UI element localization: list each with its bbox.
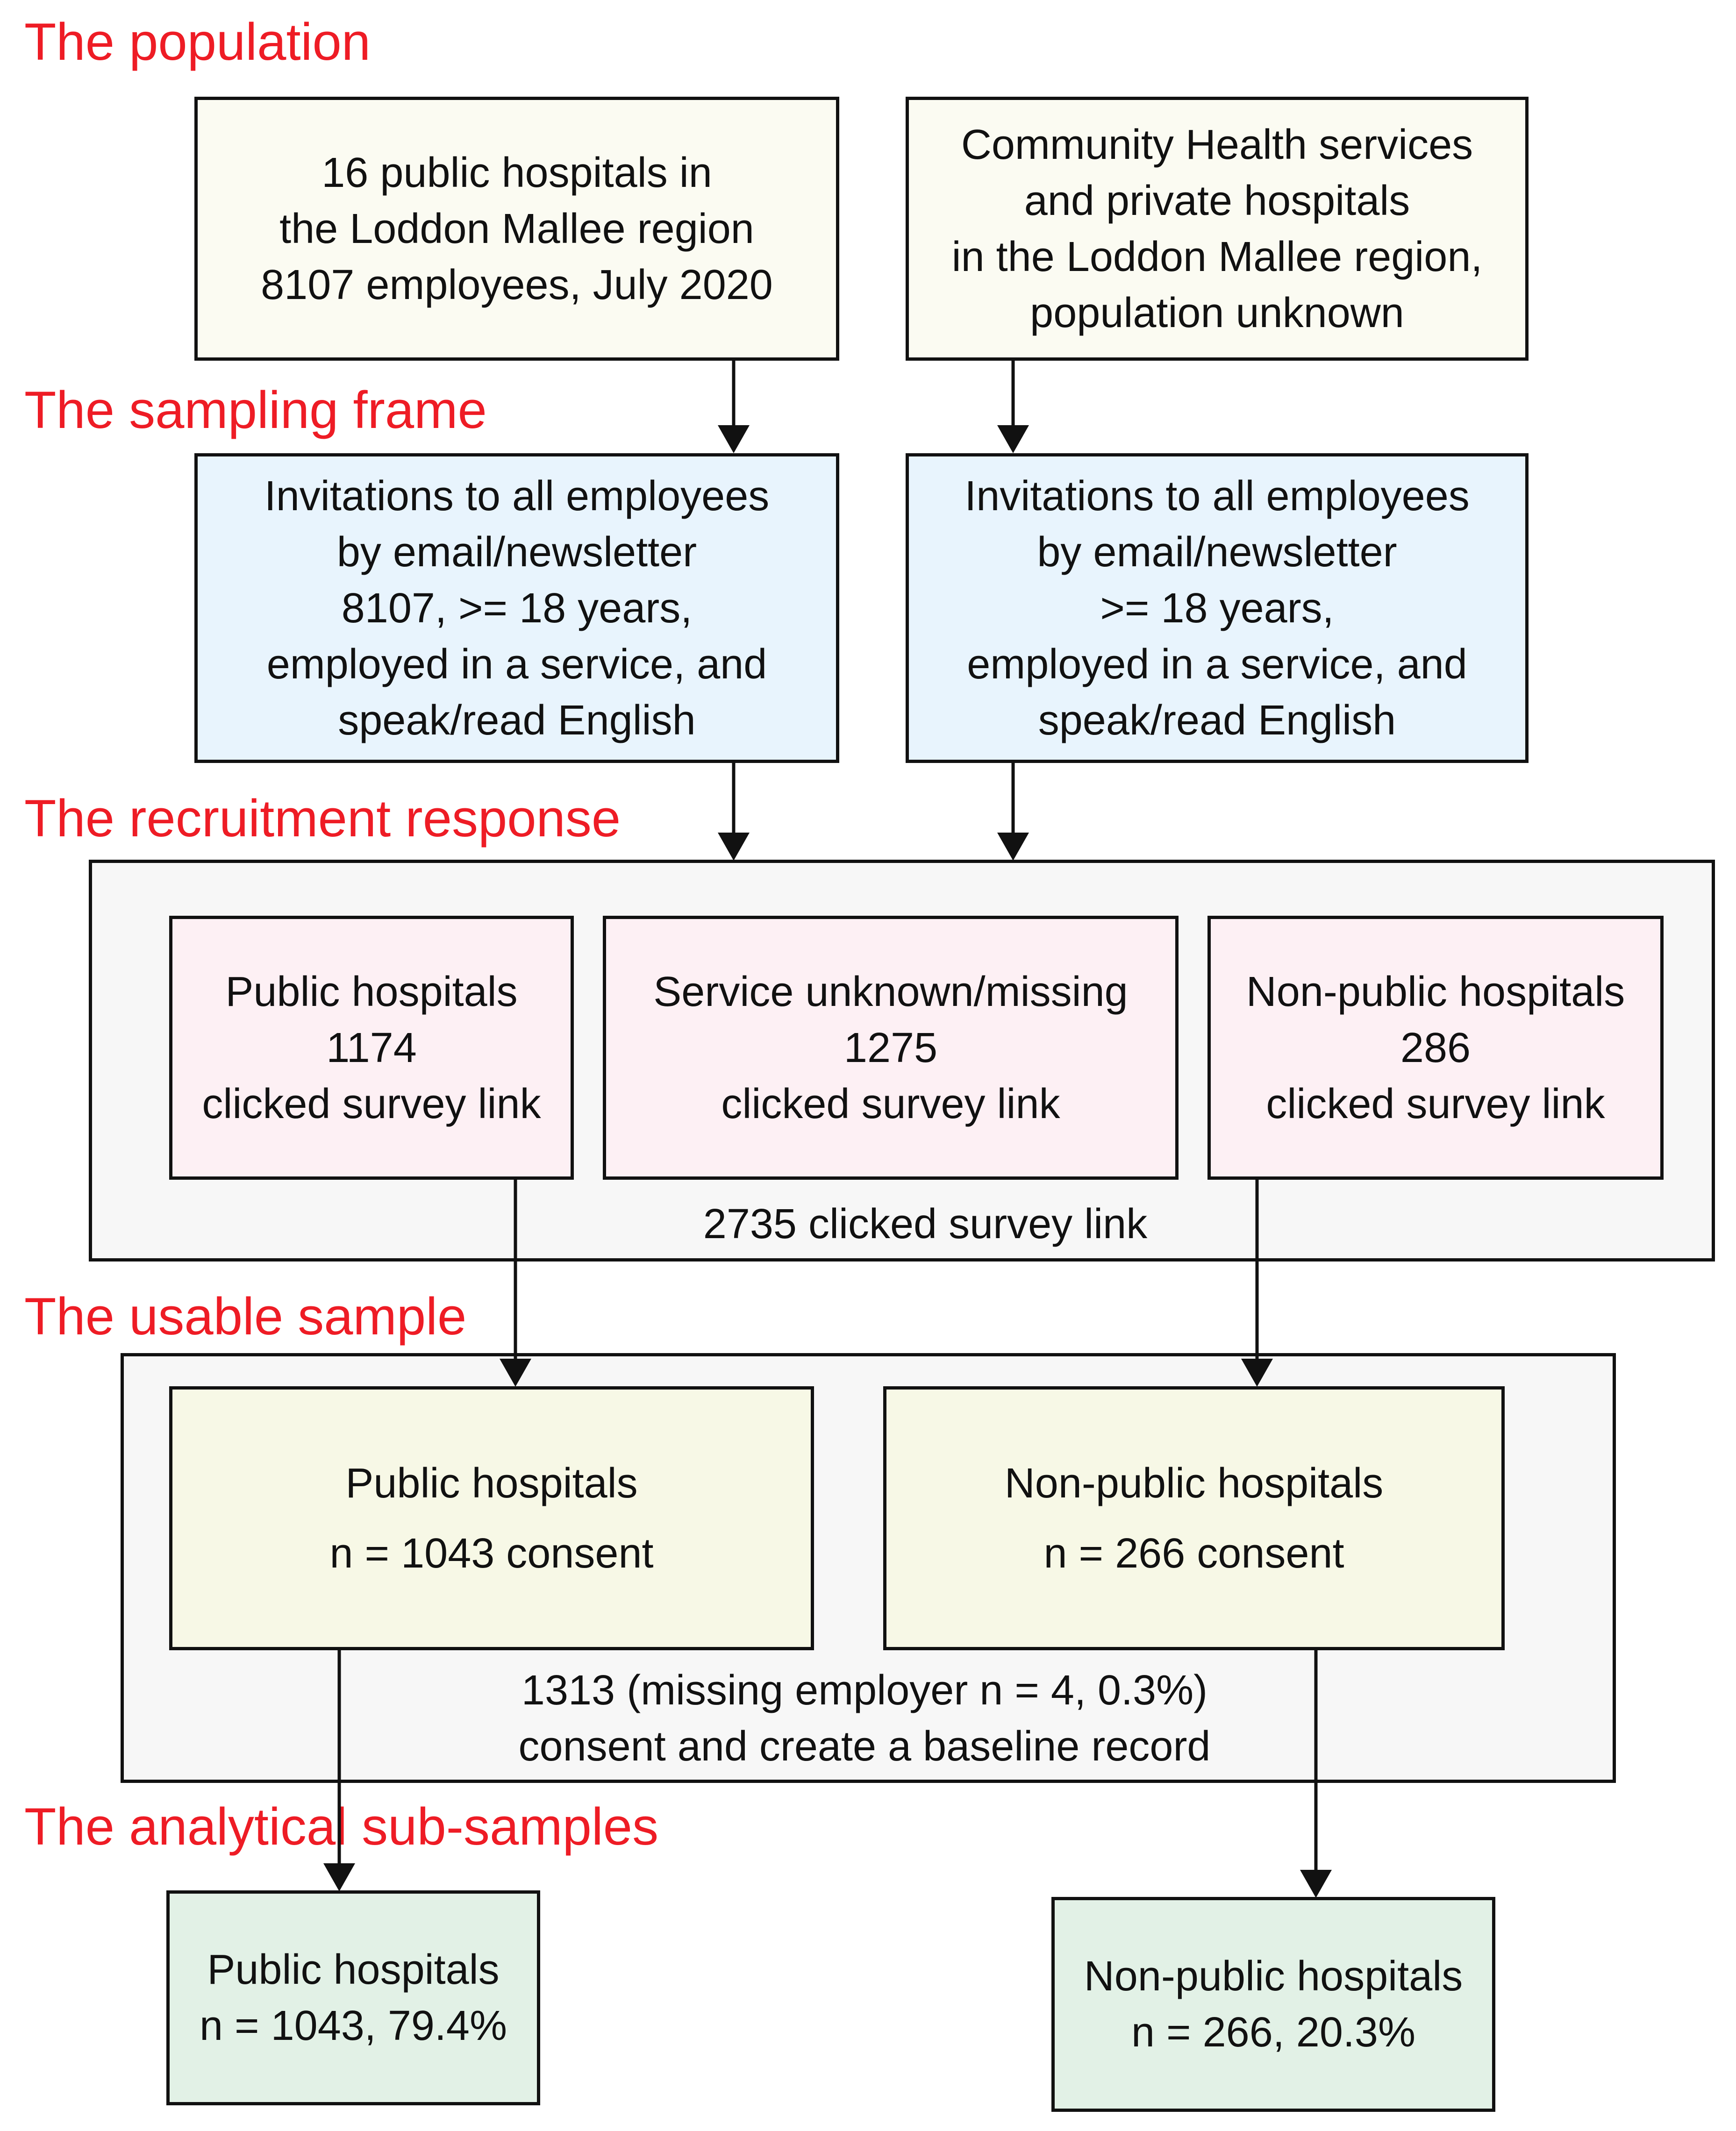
box-text-line: employed in a service, and	[266, 641, 767, 688]
box-text-line: Invitations to all employees	[964, 472, 1470, 520]
recruitment-total-caption: 2735 clicked survey link	[514, 1196, 1336, 1252]
box-text-line: employed in a service, and	[967, 641, 1467, 688]
sampling-nonpublic-box: Invitations to all employees by email/ne…	[906, 453, 1529, 763]
section-label-population: The population	[24, 13, 371, 71]
recruitment-public-box: Public hospitals 1174 clicked survey lin…	[169, 916, 574, 1180]
arrowhead	[323, 1863, 355, 1891]
population-nonpublic-box: Community Health services and private ho…	[906, 97, 1529, 361]
sampling-public-box: Invitations to all employees by email/ne…	[194, 453, 839, 763]
arrowhead	[997, 425, 1029, 453]
box-text-line: Non-public hospitals	[1004, 1460, 1384, 1507]
box-text-line: the Loddon Mallee region	[279, 205, 754, 252]
usable-public-box: Public hospitals n = 1043 consent	[169, 1386, 814, 1650]
recruitment-nonpublic-box: Non-public hospitals 286 clicked survey …	[1207, 916, 1664, 1180]
analytical-public-box: Public hospitals n = 1043, 79.4%	[166, 1890, 540, 2105]
recruitment-unknown-box: Service unknown/missing 1275 clicked sur…	[603, 916, 1179, 1180]
caption-text: 2735 clicked survey link	[703, 1201, 1148, 1247]
box-text-line: 1275	[843, 1024, 938, 1071]
analytical-nonpublic-box: Non-public hospitals n = 266, 20.3%	[1051, 1897, 1495, 2112]
arrowhead	[718, 425, 750, 453]
box-text-line: Invitations to all employees	[264, 472, 770, 520]
section-label-usable-sample: The usable sample	[24, 1287, 467, 1346]
box-text-line: by email/newsletter	[336, 528, 697, 576]
arrowhead	[718, 833, 750, 861]
box-text-line: Service unknown/missing	[653, 968, 1128, 1015]
box-text-line: n = 1043 consent	[329, 1530, 654, 1577]
population-public-box: 16 public hospitals in the Loddon Mallee…	[194, 97, 839, 361]
section-label-analytical-subsamples: The analytical sub-samples	[24, 1797, 659, 1856]
box-text-line: Community Health services	[961, 121, 1473, 168]
box-text-line: speak/read English	[338, 697, 696, 744]
box-text-line: Public hospitals	[345, 1460, 638, 1507]
box-text-line: and private hospitals	[1024, 177, 1410, 224]
box-text-line: speak/read English	[1038, 697, 1396, 744]
box-text-line: 16 public hospitals in	[321, 149, 712, 196]
box-text-line: population unknown	[1030, 289, 1404, 336]
box-text-line: n = 266 consent	[1043, 1530, 1344, 1577]
box-text-line: Public hospitals	[225, 968, 518, 1015]
box-text-line: Non-public hospitals	[1246, 968, 1625, 1015]
usable-total-caption: 1313 (missing employer n = 4, 0.3%) cons…	[467, 1662, 1262, 1775]
usable-nonpublic-box: Non-public hospitals n = 266 consent	[883, 1386, 1505, 1650]
box-text-line: in the Loddon Mallee region,	[951, 233, 1483, 280]
box-text-line: clicked survey link	[1266, 1080, 1605, 1127]
box-text-line: 286	[1400, 1024, 1471, 1071]
section-label-sampling-frame: The sampling frame	[24, 381, 487, 439]
box-text-line: n = 1043, 79.4%	[199, 2003, 507, 2049]
box-text-line: Public hospitals	[207, 1946, 500, 1993]
box-text-line: by email/newsletter	[1037, 528, 1397, 576]
box-text-line: clicked survey link	[202, 1080, 541, 1127]
box-text-line: >= 18 years,	[1100, 584, 1334, 632]
arrowhead	[500, 1359, 531, 1387]
box-text-line: 8107, >= 18 years,	[341, 584, 693, 632]
section-label-recruitment-response: The recruitment response	[24, 789, 621, 848]
box-text-line: n = 266, 20.3%	[1131, 2009, 1415, 2056]
caption-text: 1313 (missing employer n = 4, 0.3%)	[521, 1667, 1208, 1714]
arrowhead	[1241, 1359, 1273, 1387]
box-text-line: 8107 employees, July 2020	[261, 261, 773, 308]
box-text-line: clicked survey link	[721, 1080, 1060, 1127]
arrowhead	[997, 833, 1029, 861]
arrowhead	[1300, 1870, 1332, 1898]
box-text-line: Non-public hospitals	[1084, 1953, 1463, 2000]
caption-text: consent and create a baseline record	[518, 1723, 1211, 1770]
box-text-line: 1174	[326, 1024, 417, 1071]
